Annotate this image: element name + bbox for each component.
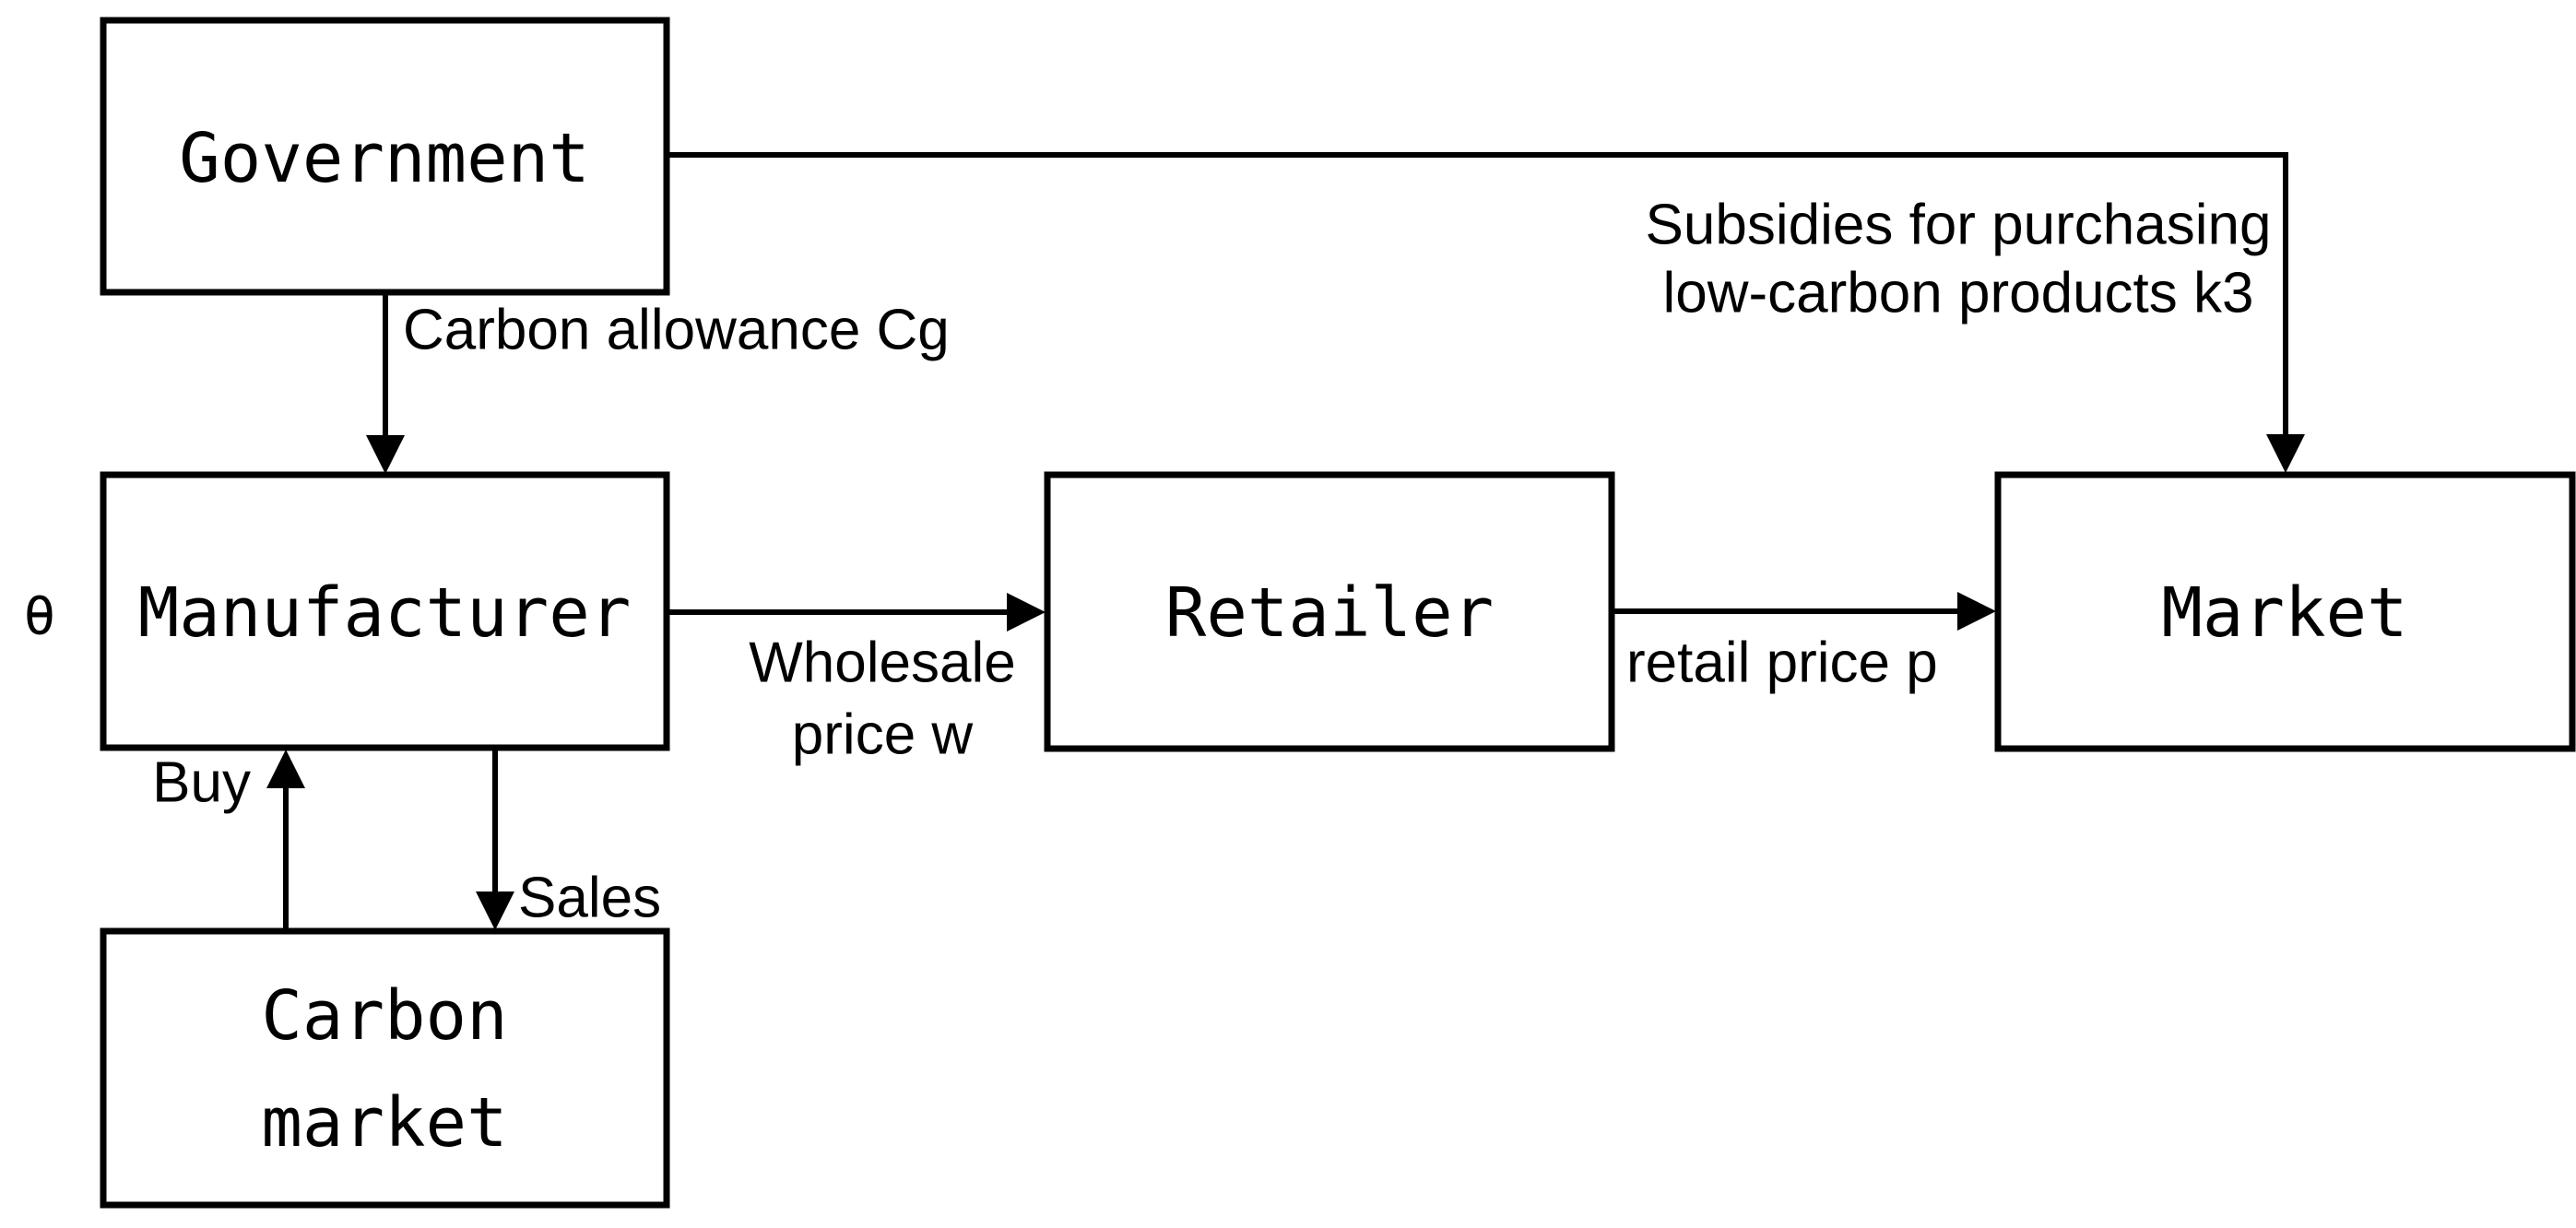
arrow-down-icon — [366, 435, 405, 474]
government-box — [100, 17, 670, 296]
node-manufacturer: Manufacturer — [100, 471, 670, 751]
sales-label: Sales — [518, 867, 661, 930]
carbon-market-label-line2: market — [261, 1083, 507, 1163]
market-box — [1994, 471, 2576, 752]
edge-wholesale: Wholesale price w — [667, 593, 1046, 767]
wholesale-label-line1: Wholesale — [749, 632, 1015, 695]
arrow-down-icon — [2266, 434, 2305, 473]
theta-symbol: θ — [24, 584, 56, 647]
wholesale-label-line2: price w — [792, 703, 974, 767]
carbon-allowance-label: Carbon allowance Cg — [403, 299, 950, 362]
government-label: Government — [179, 119, 590, 198]
arrow-down-icon — [476, 891, 514, 930]
manufacturer-label: Manufacturer — [138, 573, 632, 653]
buy-label: Buy — [152, 751, 251, 815]
edge-buy: Buy — [152, 750, 305, 931]
arrow-right-icon — [1007, 593, 1046, 632]
subsidies-label-line1: Subsidies for purchasing — [1646, 194, 2272, 257]
edge-retail: retail price p — [1612, 592, 1996, 695]
market-label: Market — [2161, 573, 2407, 653]
carbon-market-label-line1: Carbon — [261, 976, 507, 1056]
edge-sales: Sales — [476, 748, 661, 930]
retailer-box — [1044, 471, 1615, 752]
carbon-market-box — [100, 927, 670, 1209]
arrow-right-icon — [1957, 592, 1996, 631]
node-government: Government — [100, 17, 670, 296]
node-market: Market — [1994, 471, 2576, 752]
node-carbon-market: Carbon market — [100, 927, 670, 1209]
edge-subsidies: Subsidies for purchasing low-carbon prod… — [667, 152, 2305, 473]
manufacturer-box — [100, 471, 670, 751]
node-retailer: Retailer — [1044, 471, 1615, 752]
arrow-up-icon — [266, 750, 305, 788]
retail-price-label: retail price p — [1626, 632, 1938, 695]
retailer-label: Retailer — [1165, 573, 1494, 653]
edge-carbon-allowance: Carbon allowance Cg — [366, 292, 950, 474]
subsidies-label-line2: low-carbon products k3 — [1663, 262, 2254, 325]
subsidies-line — [667, 152, 2288, 436]
